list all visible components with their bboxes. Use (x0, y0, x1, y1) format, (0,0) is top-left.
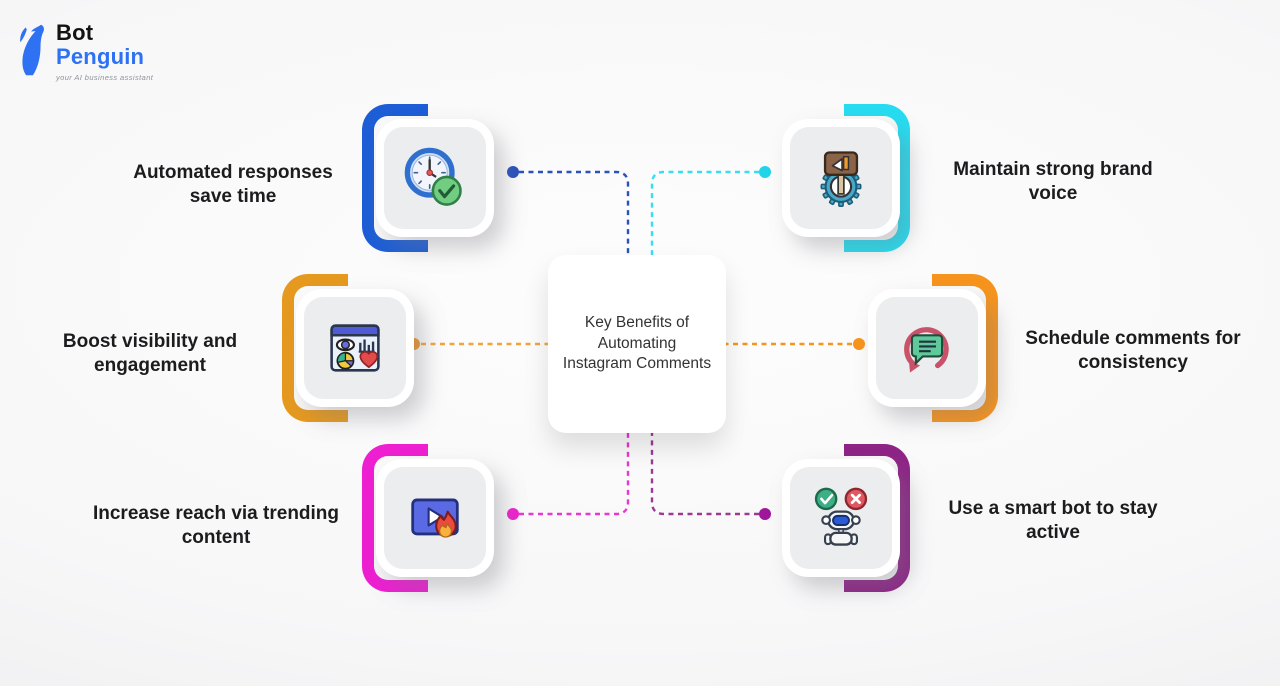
benefit-card-smart-bot (782, 459, 900, 577)
robot-check-x-icon (814, 487, 868, 546)
trending-video-icon (411, 498, 459, 538)
connector-dot (853, 338, 865, 350)
accent-bracket (844, 104, 910, 252)
accent-bracket (844, 444, 910, 592)
benefit-label-schedule-comments: Schedule comments for consistency (1025, 328, 1241, 374)
connector-dot (507, 508, 519, 520)
connector-dot (759, 166, 771, 178)
logo-word-penguin: Penguin (56, 44, 145, 69)
logo-word-bot: Bot (56, 20, 94, 45)
accent-bracket (362, 104, 428, 252)
benefit-card-brand-voice (782, 119, 900, 237)
connector-schedule-comments (726, 338, 865, 350)
gear-megaphone-icon (820, 151, 862, 207)
connector-dot (507, 166, 519, 178)
benefit-label-boost-visibility: Boost visibility and engagement (62, 331, 238, 377)
accent-bracket (362, 444, 428, 592)
connector-increase-reach (507, 433, 630, 520)
connector-dot (759, 508, 771, 520)
botpenguin-logo: Bot Penguin your AI business assistant (14, 22, 153, 82)
connector-automated-responses (507, 166, 630, 255)
benefit-card-boost-visibility (296, 289, 414, 407)
connector-brand-voice (650, 166, 771, 255)
accent-bracket (282, 274, 348, 422)
benefit-label-smart-bot: Use a smart bot to stay active (948, 498, 1158, 544)
connector-smart-bot (650, 433, 771, 520)
benefit-card-automated-responses (376, 119, 494, 237)
comment-refresh-icon (904, 327, 949, 373)
center-topic-box: Key Benefits of Automating Instagram Com… (548, 255, 726, 433)
penguin-icon (20, 24, 44, 76)
benefit-card-schedule-comments (868, 289, 986, 407)
benefit-label-automated-responses: Automated responses save time (133, 162, 333, 208)
analytics-window-icon (330, 324, 380, 372)
benefit-label-increase-reach: Increase reach via trending content (92, 503, 340, 549)
connector-boost-visibility (408, 338, 548, 350)
logo-tagline: your AI business assistant (56, 73, 154, 82)
accent-bracket (932, 274, 998, 422)
center-topic-title: Key Benefits of Automating Instagram Com… (562, 314, 712, 373)
benefit-card-increase-reach (376, 459, 494, 577)
clock-check-icon (404, 147, 462, 206)
benefit-label-brand-voice: Maintain strong brand voice (953, 159, 1153, 205)
